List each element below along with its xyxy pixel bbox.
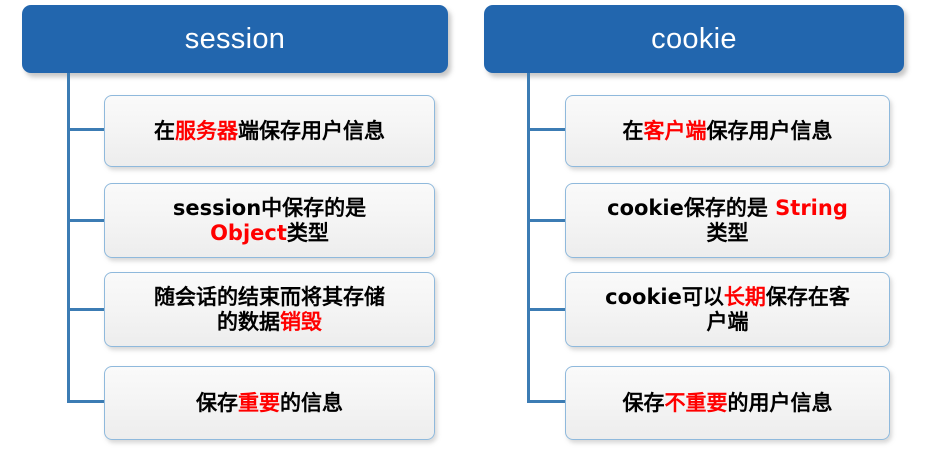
leaf-node-cookie-3[interactable]: cookie可以长期保存在客户端 xyxy=(565,272,890,347)
connector-branch-cookie-4 xyxy=(527,400,567,403)
leaf-node-session-3-text: 随会话的结束而将其存储的数据销毁 xyxy=(154,284,385,334)
leaf-node-cookie-4-text: 保存不重要的用户信息 xyxy=(622,390,833,415)
connector-branch-cookie-3 xyxy=(527,308,567,311)
leaf-node-cookie-1[interactable]: 在客户端保存用户信息 xyxy=(565,95,890,167)
leaf-node-cookie-3-text: cookie可以长期保存在客户端 xyxy=(605,284,850,334)
connector-branch-session-2 xyxy=(67,219,105,222)
connector-branch-session-3 xyxy=(67,308,105,311)
leaf-node-session-4-text: 保存重要的信息 xyxy=(196,390,343,415)
leaf-node-cookie-1-text: 在客户端保存用户信息 xyxy=(622,118,833,143)
root-node-cookie-label: cookie xyxy=(651,22,737,55)
connector-branch-cookie-2 xyxy=(527,219,567,222)
leaf-node-session-1-text: 在服务器端保存用户信息 xyxy=(154,118,385,143)
leaf-node-session-3[interactable]: 随会话的结束而将其存储的数据销毁 xyxy=(104,272,435,347)
root-node-session-label: session xyxy=(184,22,286,55)
leaf-node-cookie-4[interactable]: 保存不重要的用户信息 xyxy=(565,366,890,440)
leaf-node-session-4[interactable]: 保存重要的信息 xyxy=(104,366,435,440)
connector-spine-cookie xyxy=(527,73,530,403)
connector-branch-session-1 xyxy=(67,128,105,131)
leaf-node-session-1[interactable]: 在服务器端保存用户信息 xyxy=(104,95,435,167)
connector-branch-cookie-1 xyxy=(527,128,567,131)
connector-spine-session xyxy=(67,73,70,403)
connector-branch-session-4 xyxy=(67,400,105,403)
root-node-cookie[interactable]: cookie xyxy=(484,5,904,73)
root-node-session[interactable]: session xyxy=(22,5,448,73)
